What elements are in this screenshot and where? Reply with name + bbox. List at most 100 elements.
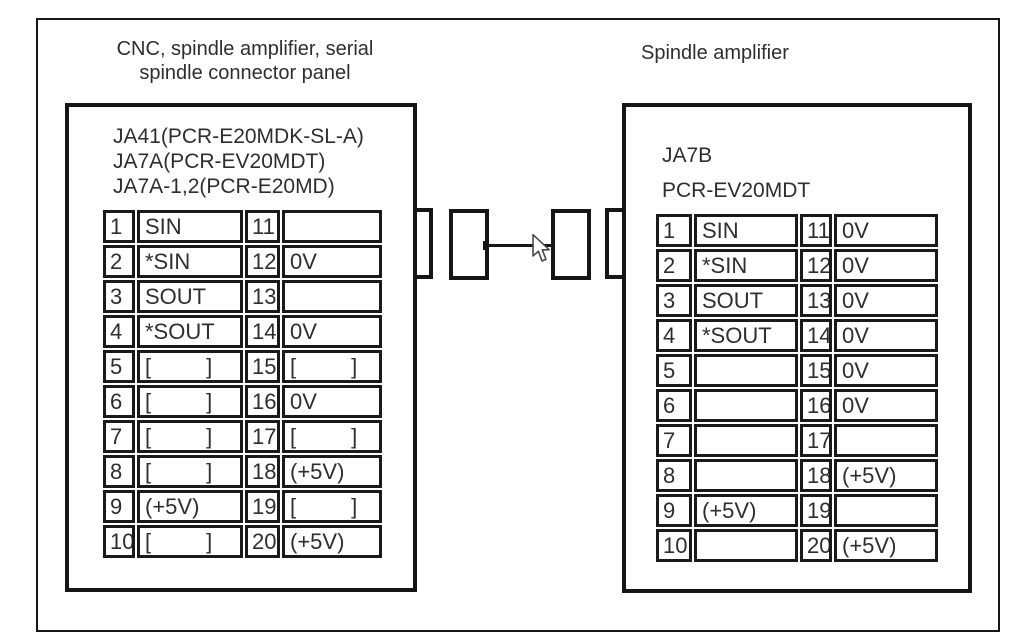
pin-number-cell: 18	[245, 455, 280, 488]
connector-label: JA7A(PCR-EV20MDT)	[113, 150, 326, 173]
pin-signal-cell: *SOUT	[694, 319, 798, 352]
pin-number-cell: 11	[800, 214, 832, 247]
pin-signal-cell	[694, 389, 798, 422]
pin-signal-cell: (+5V)	[834, 529, 938, 562]
pin-signal-cell	[282, 210, 382, 243]
pin-signal-cell	[834, 424, 938, 457]
pin-number-cell: 6	[103, 385, 135, 418]
pin-number-cell: 17	[245, 420, 280, 453]
pin-number-cell: 5	[656, 354, 692, 387]
pin-number-cell: 8	[656, 459, 692, 492]
pin-number-cell: 16	[800, 389, 832, 422]
pin-signal-cell: 0V	[282, 385, 382, 418]
pin-number-cell: 9	[656, 494, 692, 527]
pin-number-cell: 1	[656, 214, 692, 247]
pin-number-cell: 18	[800, 459, 832, 492]
pin-signal-cell: 0V	[834, 284, 938, 317]
left-panel-title-line2: spindle connector panel	[139, 62, 351, 84]
pin-number-cell: 4	[103, 315, 135, 348]
pin-number-cell: 6	[656, 389, 692, 422]
pin-signal-cell: (+5V)	[694, 494, 798, 527]
pin-number-cell: 10	[656, 529, 692, 562]
left-panel-title-line1: CNC, spindle amplifier, serial	[116, 38, 374, 60]
left-panel-socket	[413, 208, 433, 279]
pin-signal-cell: SOUT	[137, 280, 243, 313]
pin-signal-cell: [ ]	[282, 350, 382, 383]
cable-wire-nub	[483, 241, 488, 250]
pin-signal-cell: SIN	[137, 210, 243, 243]
pin-number-cell: 3	[656, 284, 692, 317]
pin-number-cell: 12	[245, 245, 280, 278]
pin-number-cell: 13	[800, 284, 832, 317]
pin-number-cell: 5	[103, 350, 135, 383]
cnc-connector-box: JA41(PCR-E20MDK-SL-A) JA7A(PCR-EV20MDT) …	[65, 103, 417, 592]
pin-number-cell: 7	[103, 420, 135, 453]
pin-signal-cell: [ ]	[137, 350, 243, 383]
pin-number-cell: 19	[800, 494, 832, 527]
pin-signal-cell: *SIN	[137, 245, 243, 278]
pin-number-cell: 20	[800, 529, 832, 562]
pin-signal-cell	[694, 354, 798, 387]
cable-plug-left	[449, 209, 489, 280]
pin-signal-cell: SOUT	[694, 284, 798, 317]
pin-signal-cell: [ ]	[282, 420, 382, 453]
connector-label: PCR-EV20MDT	[662, 179, 811, 202]
pin-number-cell: 8	[103, 455, 135, 488]
spindle-amplifier-box: JA7B PCR-EV20MDT 1 SIN 11 0V 2 *SIN 12 0…	[622, 103, 972, 593]
right-connector-labels: JA7B PCR-EV20MDT	[662, 138, 810, 208]
pin-number-cell: 13	[245, 280, 280, 313]
right-pin-table: 1 SIN 11 0V 2 *SIN 12 0V 3 SOUT 13 0V	[656, 214, 938, 562]
pin-number-cell: 15	[800, 354, 832, 387]
pin-signal-cell: 0V	[282, 315, 382, 348]
pin-number-cell: 9	[103, 490, 135, 523]
cable-wire	[487, 244, 552, 247]
pin-signal-cell: *SOUT	[137, 315, 243, 348]
connector-label: JA41(PCR-E20MDK-SL-A)	[113, 125, 364, 148]
pin-number-cell: 19	[245, 490, 280, 523]
connector-label: JA7A-1,2(PCR-E20MD)	[113, 175, 335, 198]
pin-number-cell: 7	[656, 424, 692, 457]
mouse-arrow-cursor-icon	[532, 234, 551, 262]
pin-signal-cell	[694, 459, 798, 492]
pin-signal-cell: 0V	[834, 389, 938, 422]
right-panel-title: Spindle amplifier	[641, 42, 789, 64]
pin-signal-cell: (+5V)	[282, 525, 382, 558]
pin-signal-cell: 0V	[834, 319, 938, 352]
wiring-diagram: CNC, spindle amplifier, serial spindle c…	[36, 18, 1000, 632]
pin-signal-cell: SIN	[694, 214, 798, 247]
pin-number-cell: 16	[245, 385, 280, 418]
pin-number-cell: 10	[103, 525, 135, 558]
pin-signal-cell: [ ]	[282, 490, 382, 523]
pin-number-cell: 1	[103, 210, 135, 243]
pin-number-cell: 12	[800, 249, 832, 282]
left-pin-table: 1 SIN 11 2 *SIN 12 0V 3 SOUT 13	[103, 210, 382, 558]
pin-signal-cell: 0V	[834, 354, 938, 387]
pin-number-cell: 17	[800, 424, 832, 457]
pin-signal-cell: (+5V)	[282, 455, 382, 488]
connector-label: JA7B	[662, 144, 713, 167]
pin-number-cell: 11	[245, 210, 280, 243]
pin-number-cell: 15	[245, 350, 280, 383]
pin-signal-cell: [ ]	[137, 385, 243, 418]
pin-signal-cell: (+5V)	[834, 459, 938, 492]
pin-number-cell: 2	[656, 249, 692, 282]
left-connector-labels: JA41(PCR-E20MDK-SL-A) JA7A(PCR-EV20MDT) …	[113, 124, 364, 199]
cable-plug-right	[551, 209, 591, 280]
pin-signal-cell	[282, 280, 382, 313]
pin-signal-cell: (+5V)	[137, 490, 243, 523]
pin-signal-cell: 0V	[282, 245, 382, 278]
pin-number-cell: 14	[245, 315, 280, 348]
pin-signal-cell: [ ]	[137, 420, 243, 453]
pin-number-cell: 3	[103, 280, 135, 313]
pin-signal-cell: 0V	[834, 214, 938, 247]
pin-number-cell: 20	[245, 525, 280, 558]
pin-signal-cell	[834, 494, 938, 527]
pin-signal-cell: [ ]	[137, 525, 243, 558]
pin-number-cell: 14	[800, 319, 832, 352]
pin-number-cell: 4	[656, 319, 692, 352]
pin-signal-cell	[694, 529, 798, 562]
pin-signal-cell: [ ]	[137, 455, 243, 488]
pin-signal-cell: 0V	[834, 249, 938, 282]
right-panel-socket	[605, 208, 626, 279]
pin-signal-cell	[694, 424, 798, 457]
